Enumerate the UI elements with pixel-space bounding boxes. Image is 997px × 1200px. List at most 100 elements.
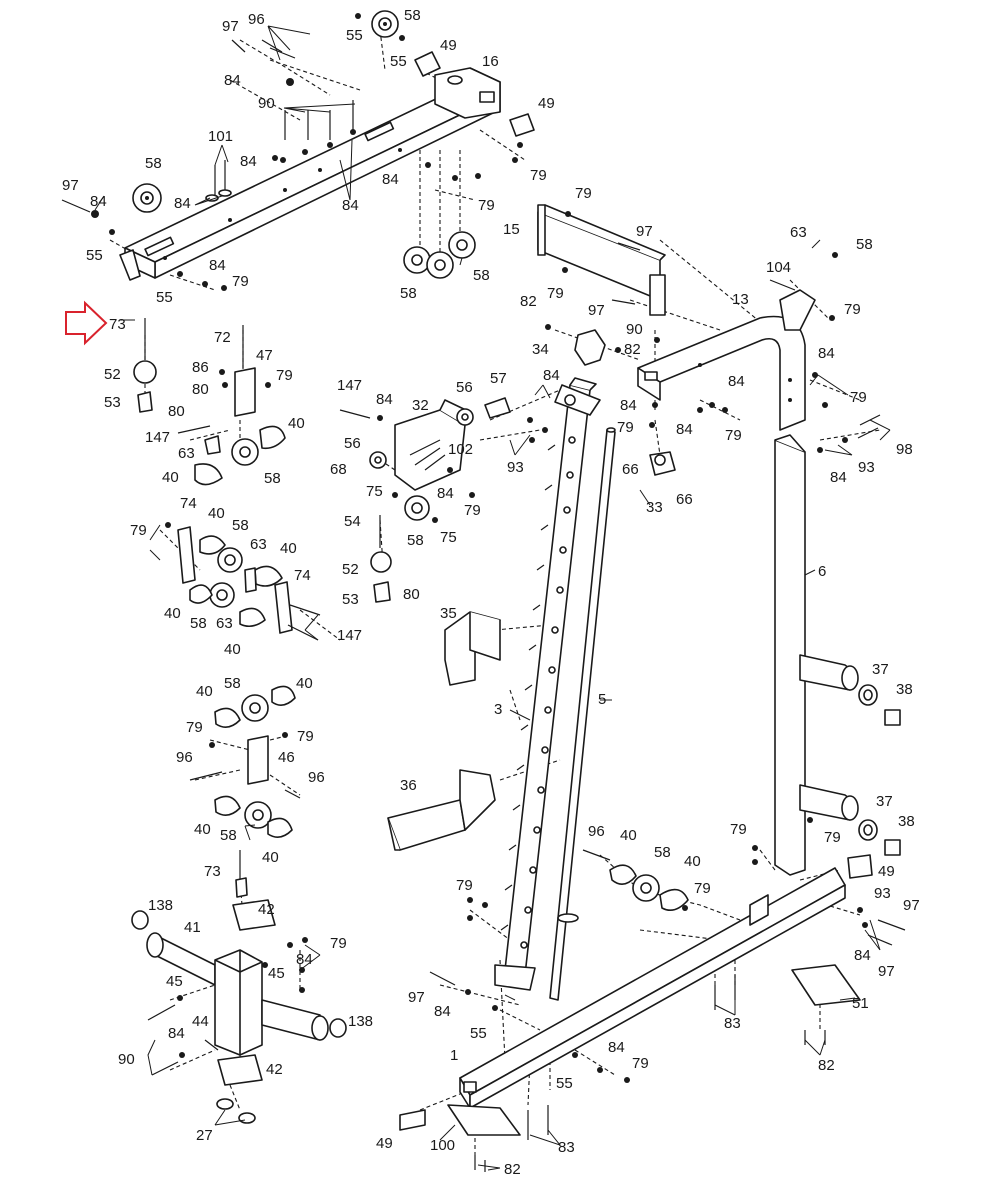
part-label: 138 — [348, 1013, 373, 1030]
part-label: 40 — [280, 540, 297, 557]
part-label: 84 — [224, 72, 241, 89]
part-label: 84 — [376, 391, 393, 408]
part-label: 40 — [296, 675, 313, 692]
part-label: 82 — [504, 1161, 521, 1178]
part-label: 72 — [214, 329, 231, 346]
part-label: 90 — [118, 1051, 135, 1068]
part-label: 52 — [104, 366, 121, 383]
part-label: 84 — [620, 397, 637, 414]
part-label: 84 — [174, 195, 191, 212]
part-label: 84 — [342, 197, 359, 214]
part-label: 97 — [636, 223, 653, 240]
part-label: 96 — [588, 823, 605, 840]
part-label: 6 — [818, 563, 826, 580]
part-label: 40 — [262, 849, 279, 866]
part-label: 51 — [852, 995, 869, 1012]
part-label: 101 — [208, 128, 233, 145]
part-label: 93 — [874, 885, 891, 902]
part-label: 93 — [507, 459, 524, 476]
part-label: 58 — [654, 844, 671, 861]
pulley-bracket-46 — [189, 685, 301, 838]
part-label: 79 — [730, 821, 747, 838]
part-label: 84 — [676, 421, 693, 438]
part-label: 79 — [694, 880, 711, 897]
part-label: 90 — [626, 321, 643, 338]
part-label: 82 — [818, 1057, 835, 1074]
pulley-lower-right — [582, 817, 873, 911]
part-label: 40 — [620, 827, 637, 844]
part-label: 79 — [725, 427, 742, 444]
part-label: 147 — [337, 377, 362, 394]
part-labels: 97 96 55 58 55 49 16 84 90 49 101 84 84 … — [62, 7, 920, 1178]
part-label: 40 — [162, 469, 179, 486]
part-label: 38 — [898, 813, 915, 830]
part-label: 84 — [382, 171, 399, 188]
part-label: 49 — [538, 95, 555, 112]
part-label: 42 — [258, 901, 275, 918]
part-label: 58 — [473, 267, 490, 284]
part-label: 63 — [178, 445, 195, 462]
part-label: 63 — [250, 536, 267, 553]
part-label: 15 — [503, 221, 520, 238]
part-label: 42 — [266, 1061, 283, 1078]
part-label: 49 — [878, 863, 895, 880]
pole-3-pegs — [500, 436, 576, 949]
top-crossbar-16 — [119, 67, 501, 281]
part-label: 84 — [608, 1039, 625, 1056]
part-label: 79 — [632, 1055, 649, 1072]
part-label: 84 — [296, 951, 313, 968]
part-label: 49 — [376, 1135, 393, 1152]
bracket-15 — [537, 204, 666, 316]
part-label: 80 — [403, 586, 420, 603]
part-label: 100 — [430, 1137, 455, 1154]
part-label: 32 — [412, 397, 429, 414]
part-label: 40 — [164, 605, 181, 622]
part-label: 53 — [342, 591, 359, 608]
part-label: 66 — [622, 461, 639, 478]
part-label: 37 — [876, 793, 893, 810]
part-label: 52 — [342, 561, 359, 578]
pole-3 — [494, 377, 601, 991]
part-label: 47 — [256, 347, 273, 364]
part-label: 41 — [184, 919, 201, 936]
part-label: 37 — [872, 661, 889, 678]
part-label: 58 — [145, 155, 162, 172]
part-label: 79 — [232, 273, 249, 290]
part-label: 58 — [404, 7, 421, 24]
part-label: 55 — [556, 1075, 573, 1092]
part-label: 84 — [434, 1003, 451, 1020]
part-label: 56 — [456, 379, 473, 396]
part-label: 84 — [830, 469, 847, 486]
part-label: 58 — [264, 470, 281, 487]
part-label: 79 — [530, 167, 547, 184]
pulley-plates-74 — [177, 526, 321, 641]
part-label: 84 — [168, 1025, 185, 1042]
part-label: 79 — [617, 419, 634, 436]
part-label: 97 — [408, 989, 425, 1006]
part-label: 79 — [456, 877, 473, 894]
part-label: 55 — [470, 1025, 487, 1042]
part-label: 79 — [547, 285, 564, 302]
part-label: 79 — [824, 829, 841, 846]
part-label: 79 — [186, 719, 203, 736]
part-label: 13 — [732, 291, 749, 308]
part-label: 96 — [248, 11, 265, 28]
part-label: 40 — [194, 821, 211, 838]
part-label: 53 — [104, 394, 121, 411]
part-label: 63 — [216, 615, 233, 632]
part-label: 80 — [192, 381, 209, 398]
part-label: 147 — [337, 627, 362, 644]
part-label: 58 — [232, 517, 249, 534]
upright-6 — [774, 434, 901, 876]
part-label: 44 — [192, 1013, 209, 1030]
base-1 — [399, 867, 861, 1172]
bracket-36 — [387, 769, 496, 851]
top-hardware — [61, 10, 535, 291]
part-label: 55 — [86, 247, 103, 264]
part-label: 58 — [190, 615, 207, 632]
pulley-group-47 — [133, 318, 286, 486]
part-label: 55 — [390, 53, 407, 70]
part-label: 79 — [575, 185, 592, 202]
part-label: 73 — [204, 863, 221, 880]
part-label: 49 — [440, 37, 457, 54]
